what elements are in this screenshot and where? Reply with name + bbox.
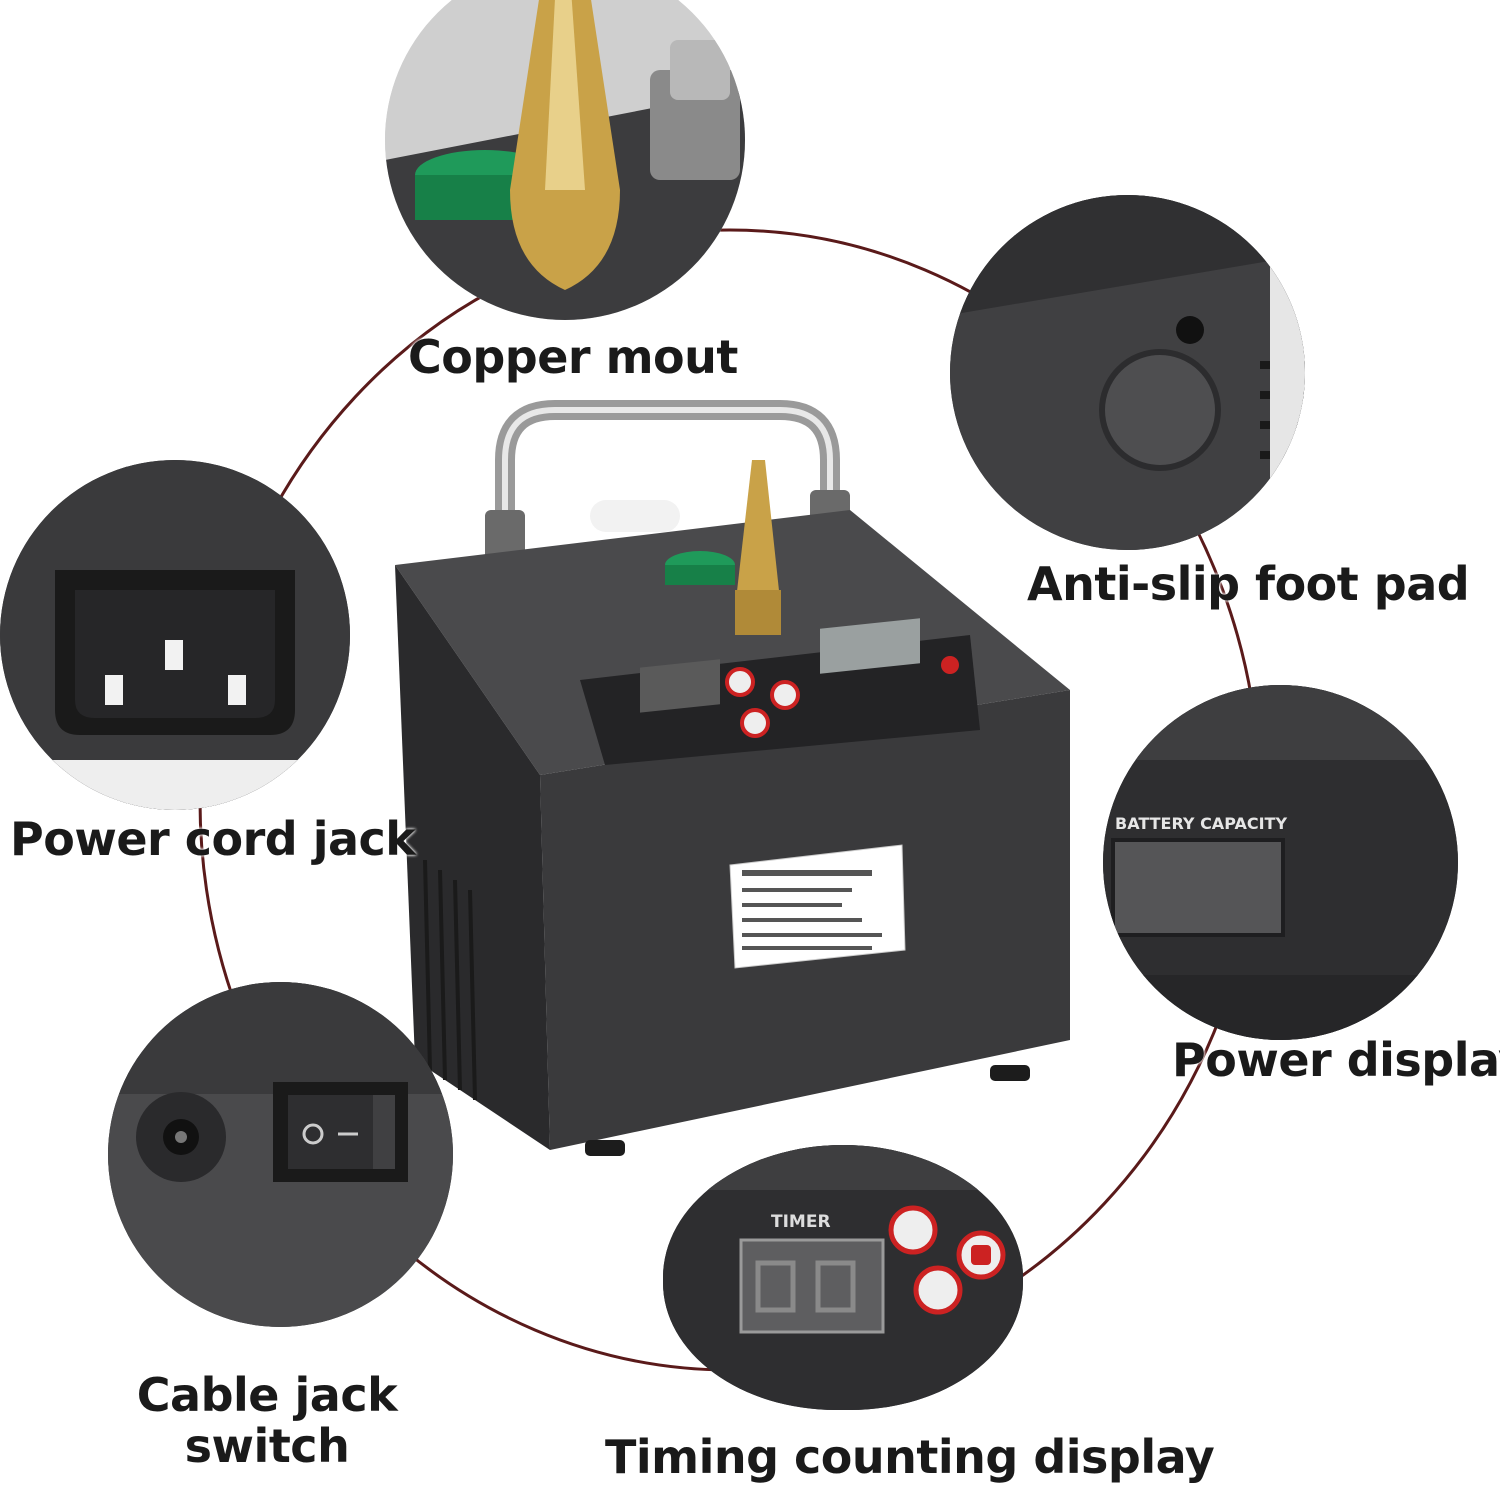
battery-capacity-text: BATTERY CAPACITY bbox=[1115, 814, 1287, 833]
timer-display-label: Timing counting display bbox=[605, 1430, 1215, 1484]
cable-switch-label-line1: Cable jack bbox=[136, 1368, 398, 1422]
foot-pad-label: Anti-slip foot pad bbox=[1027, 557, 1470, 611]
copper-mouth-label: Copper mout bbox=[408, 330, 738, 384]
timer-display-detail: TIMER bbox=[663, 1145, 1023, 1410]
power-cord-label: Power cord jack bbox=[10, 812, 416, 866]
balloon-pump-image bbox=[380, 390, 1100, 1160]
power-cord-detail bbox=[0, 460, 350, 810]
power-display-detail: BATTERY CAPACITY bbox=[1103, 685, 1458, 1040]
copper-mouth-detail bbox=[385, 0, 745, 320]
cable-switch-detail bbox=[108, 982, 453, 1327]
timer-text: TIMER bbox=[771, 1212, 831, 1232]
foot-pad-detail bbox=[950, 195, 1305, 550]
power-display-label: Power display bbox=[1172, 1033, 1500, 1087]
cable-switch-label-line2: switch bbox=[184, 1419, 350, 1473]
